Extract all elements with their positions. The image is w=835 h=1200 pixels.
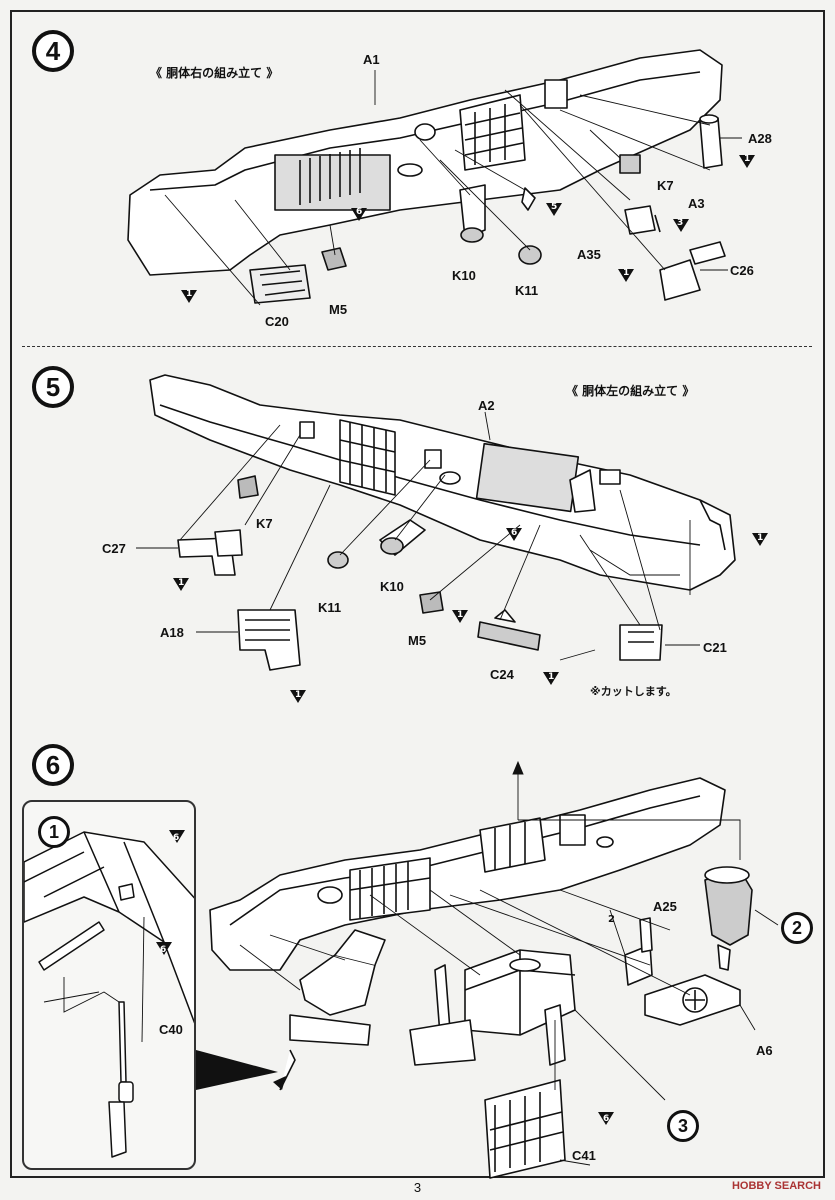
step-6-marker-inset-2: 6 xyxy=(173,833,180,843)
page-frame xyxy=(10,10,825,1178)
step-6-part-c40: C40 xyxy=(159,1022,183,1037)
step-5-part-a2: A2 xyxy=(478,398,495,413)
step-4-diagram xyxy=(127,49,755,306)
step-4-part-a1: A1 xyxy=(363,52,380,67)
step-5-part-c24: C24 xyxy=(490,667,514,682)
step-4-part-a3: A3 xyxy=(688,196,705,211)
step-5-part-c21: C21 xyxy=(703,640,727,655)
section-divider xyxy=(22,346,812,347)
step-6-part-a6: A6 xyxy=(756,1043,773,1058)
step-4-number: 4 xyxy=(32,30,74,72)
step-4-marker-6: 6 xyxy=(356,207,363,217)
step-5-marker-1: 1 xyxy=(178,578,185,588)
watermark: HOBBY SEARCH xyxy=(731,1180,821,1192)
detail-inset: 1 C40 6 6 xyxy=(22,800,196,1170)
step-5-marker-c24: 1 xyxy=(548,672,555,682)
step-4-part-a35: A35 xyxy=(577,247,601,262)
step-4-part-k11: K11 xyxy=(515,283,539,298)
step-4-part-a28: A28 xyxy=(748,131,772,146)
step-4-marker-7: 1 xyxy=(623,268,630,278)
step-5-part-k10: K10 xyxy=(380,579,404,594)
detail-inset-sub-1: 1 xyxy=(38,816,70,848)
step-4-marker-2: 1 xyxy=(186,289,193,299)
step-5-part-k11: K11 xyxy=(318,600,342,615)
step-5-marker-m5: 1 xyxy=(457,610,464,620)
page-number: 3 xyxy=(413,1180,422,1195)
step-4-title: 《 胴体右の組み立て 》 xyxy=(150,66,279,80)
step-6-marker-c41: 6 xyxy=(603,1114,610,1124)
step-4-marker-3: 3 xyxy=(677,218,684,228)
step-5-part-k7: K7 xyxy=(256,516,273,531)
step-4-part-m5: M5 xyxy=(329,302,348,317)
step-5-part-c27: C27 xyxy=(102,541,126,556)
detail-inset-drawing xyxy=(24,830,194,1158)
step-6-marker-a25: 2 xyxy=(608,914,615,925)
step-5-part-m5: M5 xyxy=(408,633,427,648)
step-6-sub-3: 3 xyxy=(667,1110,699,1142)
step-5-cut-note: ※カットします。 xyxy=(590,685,677,698)
step-5-marker-a18: 1 xyxy=(295,690,302,700)
step-5-diagram xyxy=(136,374,768,703)
step-5-title: 《 胴体左の組み立て 》 xyxy=(566,384,695,398)
step-6-marker-inset-1: 6 xyxy=(160,945,167,955)
step-5-marker-right: 1 xyxy=(757,533,764,543)
step-4-marker-1: 1 xyxy=(744,154,751,164)
step-6-number: 6 xyxy=(32,744,74,786)
step-6-part-c41: C41 xyxy=(572,1148,596,1163)
step-5-marker-6: 6 xyxy=(511,528,518,538)
step-6-diagram xyxy=(196,760,779,1179)
step-4-marker-5: 5 xyxy=(551,202,558,212)
step-4-part-c26: C26 xyxy=(730,263,754,278)
step-4-part-k7: K7 xyxy=(657,178,674,193)
step-6-part-a25: A25 xyxy=(653,899,677,914)
step-5-number: 5 xyxy=(32,366,74,408)
step-4-part-k10: K10 xyxy=(452,268,476,283)
step-4-part-c20: C20 xyxy=(265,314,289,329)
step-5-part-a18: A18 xyxy=(160,625,184,640)
step-6-sub-2: 2 xyxy=(781,912,813,944)
